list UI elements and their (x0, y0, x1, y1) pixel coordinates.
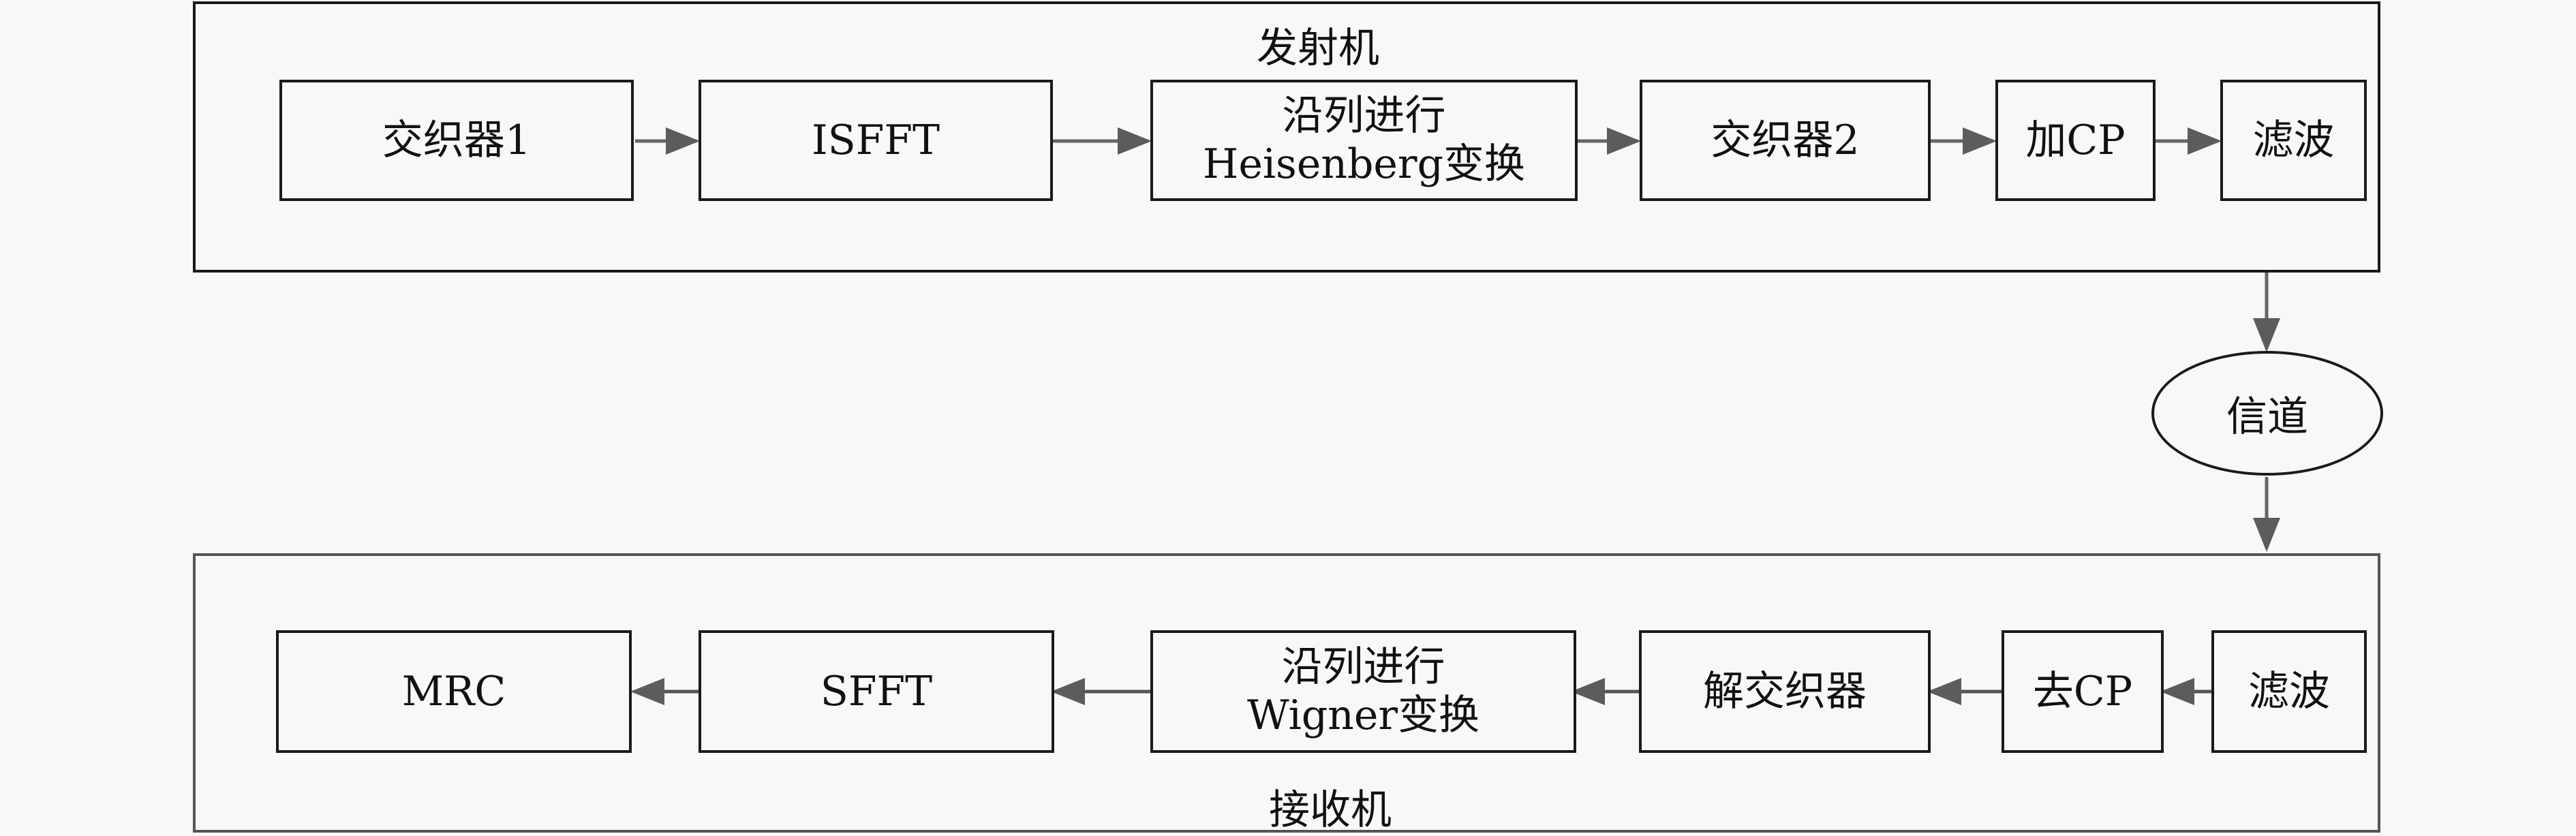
add-cp-label: 加CP (2025, 116, 2126, 164)
channel-label: 信道 (2226, 393, 2308, 441)
sfft-label: SFFT (820, 667, 933, 715)
rx-filter-block: 滤波 (2211, 630, 2367, 753)
isfft-block: ISFFT (699, 80, 1053, 201)
transmitter-title: 发射机 (1257, 25, 1379, 72)
wigner-label-line2: Wigner变换 (1246, 692, 1480, 739)
transmitter-frame (193, 1, 2380, 273)
deinterleaver-label: 解交织器 (1703, 667, 1867, 715)
isfft-label: ISFFT (811, 116, 940, 164)
add-cp-block: 加CP (1995, 80, 2156, 201)
channel-node: 信道 (2151, 351, 2383, 476)
interleaver2-label: 交织器2 (1711, 116, 1860, 164)
remove-cp-block: 去CP (2002, 630, 2164, 753)
sfft-block: SFFT (699, 630, 1054, 753)
heisenberg-transform-block: 沿列进行 Heisenberg变换 (1150, 80, 1578, 201)
heisenberg-label-line1: 沿列进行 (1282, 92, 1446, 140)
receiver-title: 接收机 (1269, 786, 1392, 834)
heisenberg-label-line2: Heisenberg变换 (1203, 140, 1525, 188)
interleaver1-block: 交织器1 (279, 80, 634, 201)
rx-filter-label: 滤波 (2248, 667, 2330, 715)
deinterleaver-block: 解交织器 (1639, 630, 1931, 753)
mrc-label: MRC (401, 667, 506, 715)
tx-filter-label: 滤波 (2252, 116, 2335, 164)
remove-cp-label: 去CP (2032, 667, 2133, 715)
interleaver1-label: 交织器1 (382, 116, 532, 164)
tx-filter-block: 滤波 (2220, 80, 2367, 201)
mrc-block: MRC (276, 630, 632, 753)
wigner-transform-block: 沿列进行 Wigner变换 (1150, 630, 1576, 753)
wigner-label-line1: 沿列进行 (1281, 643, 1445, 692)
interleaver2-block: 交织器2 (1640, 80, 1931, 201)
